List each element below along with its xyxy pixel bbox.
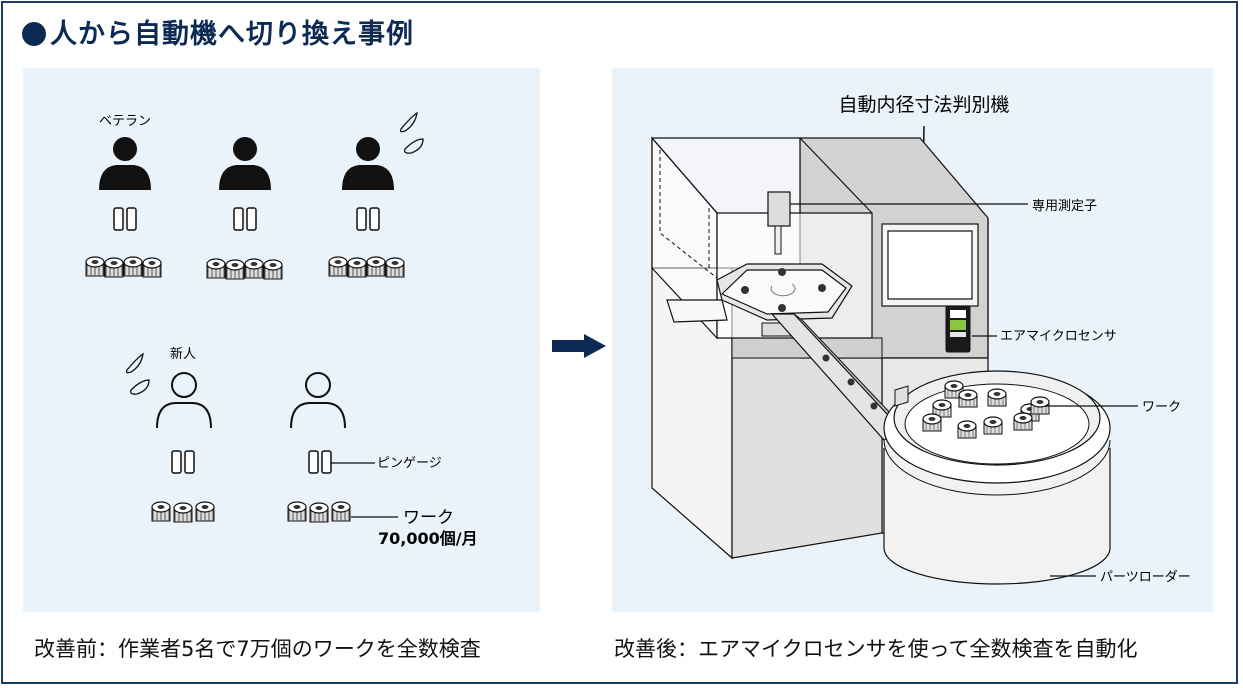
sweat-drops-icon-2 (125, 353, 150, 395)
measuring-probe (767, 191, 791, 255)
monitor-screen (881, 223, 979, 307)
right-arrow-icon (552, 334, 606, 358)
before-caption: 改善前：作業者5名で7万個のワークを全数検査 (34, 637, 481, 661)
pin-gauge-icon-5 (308, 450, 332, 474)
page-title: 人から自動機へ切り換え事例 (22, 12, 414, 51)
newcomer-worker-icon-2 (290, 372, 346, 429)
work-pieces-group-4 (151, 501, 215, 523)
work-label: ワーク (403, 508, 454, 528)
after-panel: 自動内径寸法判別機 エアマイクロセンサ 専用測定子 (612, 68, 1213, 612)
page-title-text: 人から自動機へ切り換え事例 (50, 19, 414, 50)
work-pieces-group-3 (328, 256, 405, 278)
probe-label: 専用測定子 (1032, 199, 1097, 214)
work-pieces-group-2 (206, 258, 283, 280)
pin-gauge-label: ピンゲージ (377, 456, 442, 471)
veteran-label: ベテラン (99, 114, 151, 129)
veteran-worker-icon-2 (219, 137, 271, 190)
feeder-label: パーツローダー (1100, 570, 1191, 585)
machine-label: 自動内径寸法判別機 (838, 94, 1009, 116)
sensor-label: エアマイクロセンサ (1000, 329, 1117, 344)
output-chute (666, 299, 728, 323)
work-quantity: 70,000個/月 (378, 529, 478, 548)
after-caption: 改善後：エアマイクロセンサを使って全数検査を自動化 (614, 637, 1138, 661)
newcomer-worker-icon-1 (156, 372, 212, 429)
feeder-work-label: ワーク (1142, 400, 1181, 415)
sweat-drops-icon-1 (399, 112, 424, 154)
bullet-dot-icon (22, 22, 46, 46)
pin-gauge-icon-4 (171, 450, 195, 474)
pin-gauge-icon-3 (356, 207, 380, 231)
index-table (716, 263, 853, 337)
veteran-worker-icon-3 (342, 137, 394, 190)
newcomer-label: 新人 (170, 346, 196, 362)
before-illustration: ベテラン 新人 ピンゲージ ワーク 70,000個/月 (85, 112, 478, 548)
work-pieces-group-5 (287, 501, 351, 523)
before-panel: ベテラン 新人 ピンゲージ ワーク 70,000個/月 (23, 68, 540, 612)
pin-gauge-icon-2 (233, 207, 257, 231)
veteran-worker-icon-1 (99, 137, 151, 190)
work-pieces-group-1 (85, 256, 162, 278)
after-illustration: 自動内径寸法判別機 エアマイクロセンサ 専用測定子 (651, 94, 1191, 585)
air-micro-sensor-device (945, 305, 971, 353)
pin-gauge-icon-1 (113, 207, 137, 231)
